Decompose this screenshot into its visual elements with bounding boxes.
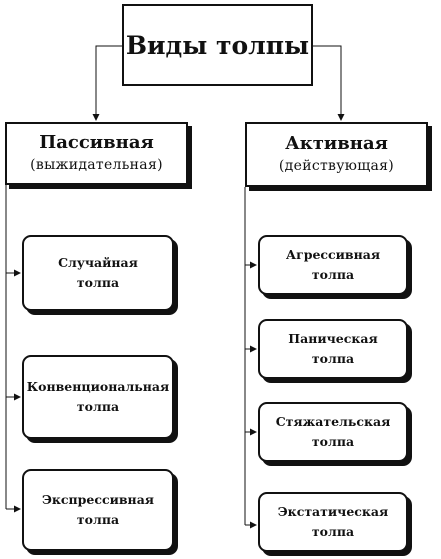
type-word: толпа	[76, 399, 120, 414]
category-box-active: Активная (действующая)	[245, 122, 428, 187]
category-name: Пассивная	[39, 131, 154, 153]
type-box-panic-crowd: Паническая толпа	[258, 319, 408, 379]
type-box-acquisitive-crowd: Стяжательская толпа	[258, 402, 408, 462]
category-name: Активная	[285, 132, 388, 154]
type-name: Конвенциональная	[26, 379, 170, 394]
diagram-title: Виды толпы	[125, 30, 310, 60]
type-name: Агрессивная	[285, 247, 381, 262]
type-name: Стяжательская	[275, 414, 391, 429]
category-subtitle: (выжидательная)	[30, 156, 163, 173]
type-word: толпа	[311, 267, 355, 282]
type-word: толпа	[311, 524, 355, 539]
type-word: толпа	[311, 351, 355, 366]
type-box-conventional-crowd: Конвенциональная толпа	[22, 355, 174, 439]
title-box: Виды толпы	[122, 4, 313, 86]
type-name: Экспрессивная	[41, 492, 155, 507]
type-name: Случайная	[58, 255, 138, 270]
type-box-ecstatic-crowd: Экстатическая толпа	[258, 492, 408, 552]
category-box-passive: Пассивная (выжидательная)	[5, 122, 188, 185]
type-box-random-crowd: Случайная толпа	[22, 235, 174, 311]
type-name: Паническая	[288, 331, 378, 346]
type-word: толпа	[76, 512, 120, 527]
type-word: толпа	[76, 275, 120, 290]
type-name: Экстатическая	[277, 504, 389, 519]
type-word: толпа	[311, 434, 355, 449]
category-subtitle: (действующая)	[278, 157, 395, 174]
type-box-aggressive-crowd: Агрессивная толпа	[258, 235, 408, 295]
type-box-expressive-crowd: Экспрессивная толпа	[22, 469, 174, 551]
